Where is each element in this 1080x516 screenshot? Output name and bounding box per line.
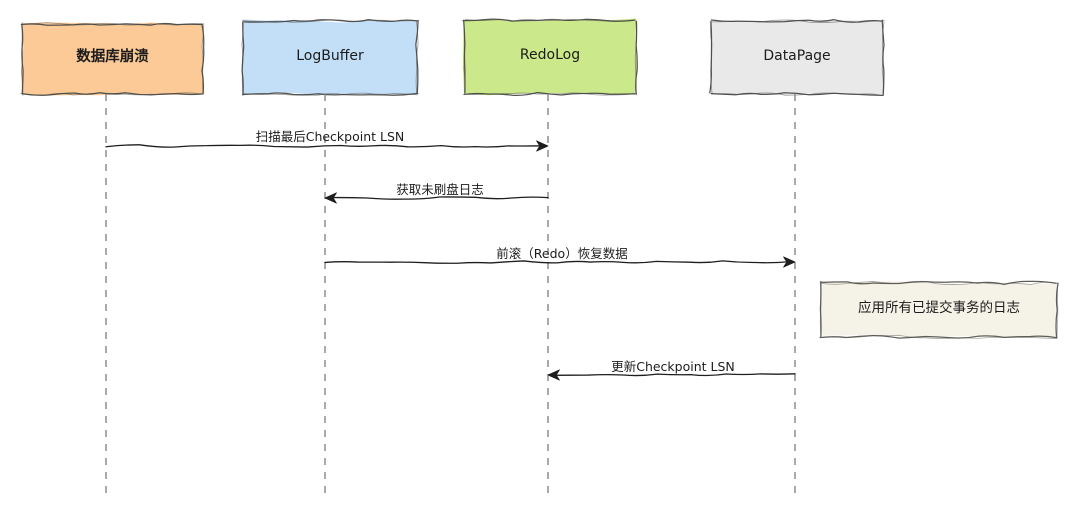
participant-redo-log[interactable] xyxy=(462,18,638,96)
participant-box-fill xyxy=(462,18,637,96)
participant-db-crash[interactable] xyxy=(20,22,205,96)
note-box-outline xyxy=(819,280,1059,339)
message-redo-recover-data[interactable] xyxy=(324,256,796,268)
participant-box-outline xyxy=(709,19,885,96)
participant-box-fill xyxy=(241,19,418,96)
participant-data-page[interactable] xyxy=(709,18,885,96)
message-line xyxy=(330,196,549,200)
participant-log-buffer[interactable] xyxy=(241,19,419,96)
participant-box-outline xyxy=(462,18,638,96)
message-line xyxy=(324,260,790,264)
message-arrowhead xyxy=(547,369,560,381)
message-update-checkpoint-lsn[interactable] xyxy=(547,369,796,381)
message-line xyxy=(553,373,796,377)
note-apply-committed-transaction-logs[interactable] xyxy=(819,280,1059,339)
message-arrowhead xyxy=(536,140,549,152)
participant-box-fill xyxy=(21,22,205,96)
participant-box-outline xyxy=(241,19,419,96)
message-arrowhead xyxy=(324,192,337,204)
participant-box-fill xyxy=(711,19,885,96)
message-scan-last-checkpoint-lsn[interactable] xyxy=(105,140,549,152)
participant-box-outline xyxy=(20,22,205,96)
note-box-outline xyxy=(819,280,1059,339)
message-line xyxy=(105,144,543,148)
message-fetch-unflushed-log[interactable] xyxy=(324,192,549,204)
participant-box-outline xyxy=(20,22,205,96)
participant-box-outline xyxy=(463,18,637,96)
note-box-fill xyxy=(819,281,1058,338)
message-arrowhead xyxy=(783,256,796,268)
